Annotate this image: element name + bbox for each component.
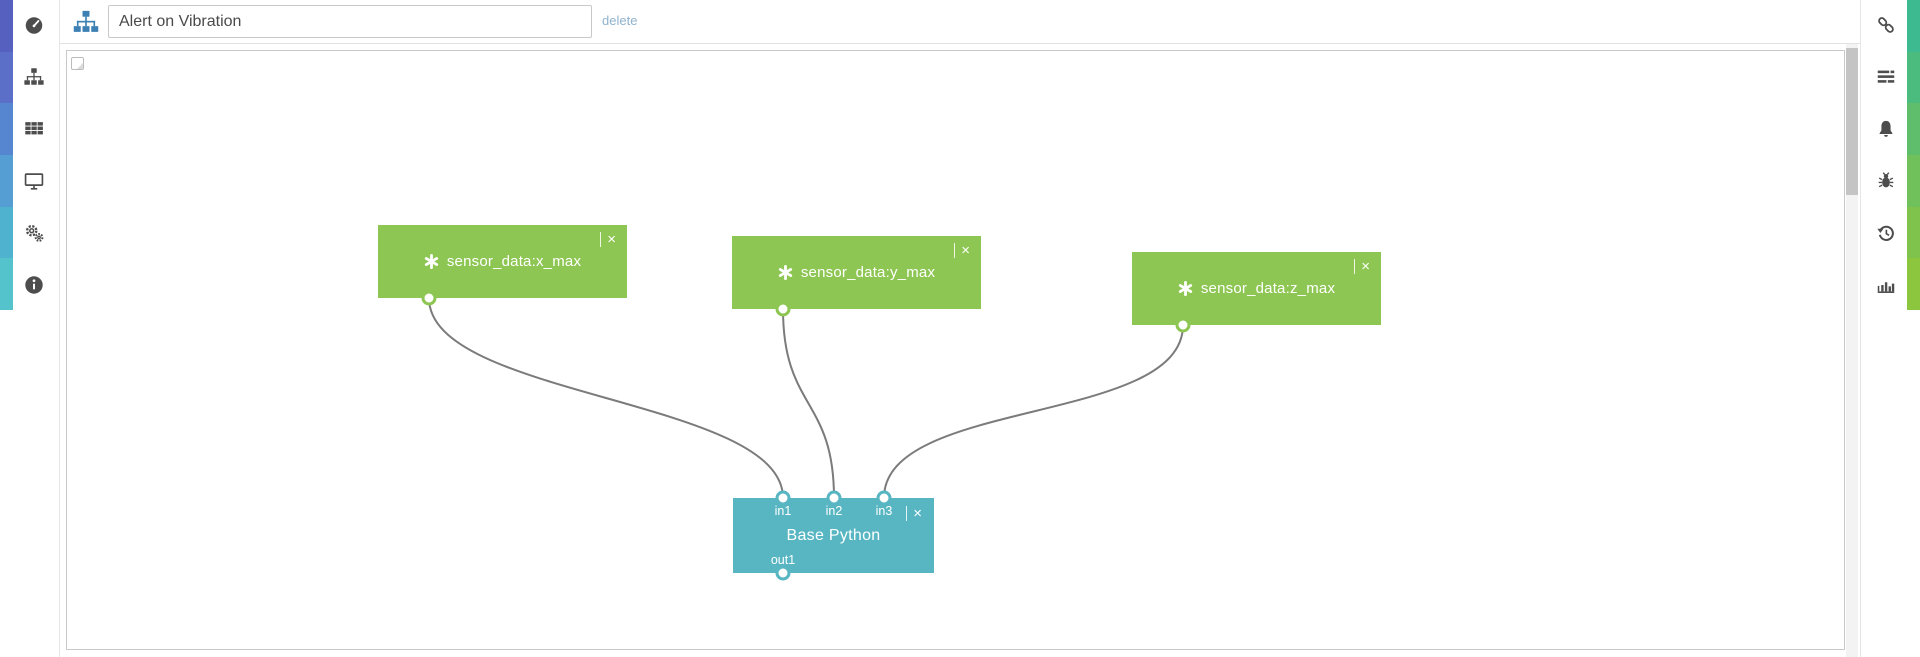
connection-wire[interactable]	[883, 324, 1184, 499]
close-icon: ×	[961, 242, 970, 259]
divider	[1354, 259, 1356, 274]
note-icon[interactable]	[71, 57, 84, 70]
sitemap-icon[interactable]	[17, 60, 51, 94]
connection-wire[interactable]	[782, 308, 835, 499]
right-gradient-strip	[1907, 0, 1920, 311]
divider	[600, 232, 602, 247]
close-icon: ×	[913, 505, 922, 522]
gradient-block	[0, 258, 13, 311]
list-icon[interactable]	[1869, 60, 1903, 94]
port-label-in2: in2	[825, 504, 843, 518]
port-base_python-in3[interactable]	[876, 490, 892, 506]
gradient-block	[1907, 258, 1920, 311]
flow-canvas[interactable]: sensor_data:x_max×sensor_data:y_max×sens…	[66, 50, 1845, 650]
connection-wire[interactable]	[428, 297, 784, 499]
port-base_python-out1[interactable]	[775, 565, 791, 581]
gradient-block	[0, 103, 13, 156]
connection-wires	[428, 297, 1184, 499]
gradient-block	[1907, 51, 1920, 104]
node-label: sensor_data:x_max	[446, 253, 582, 270]
node-label: Base Python	[786, 526, 881, 544]
bar-chart-icon[interactable]	[1869, 268, 1903, 302]
gradient-block	[0, 51, 13, 104]
canvas-scrollbar-track[interactable]	[1846, 44, 1858, 657]
gears-icon[interactable]	[17, 216, 51, 250]
node-close-button[interactable]: ×	[906, 506, 922, 521]
port-label-out1: out1	[770, 553, 796, 567]
workspace: sensor_data:x_max×sensor_data:y_max×sens…	[60, 44, 1860, 657]
sitemap-icon	[72, 8, 100, 36]
canvas-scrollbar-thumb[interactable]	[1846, 48, 1858, 195]
close-icon: ×	[607, 231, 616, 248]
topbar: delete	[60, 0, 1860, 44]
left-toolbar	[0, 0, 60, 657]
gradient-block	[1907, 103, 1920, 156]
delete-workflow-link[interactable]: delete	[602, 13, 638, 28]
bell-icon[interactable]	[1869, 112, 1903, 146]
table-icon[interactable]	[17, 112, 51, 146]
divider	[906, 506, 908, 521]
port-base_python-in2[interactable]	[826, 490, 842, 506]
gradient-block	[0, 206, 13, 259]
source-node-z_max[interactable]: sensor_data:z_max ×	[1132, 252, 1381, 325]
node-close-button[interactable]: ×	[600, 232, 616, 247]
port-y_max-out[interactable]	[775, 301, 791, 317]
port-base_python-in1[interactable]	[775, 490, 791, 506]
gradient-block	[1907, 206, 1920, 259]
node-label: sensor_data:z_max	[1200, 280, 1336, 297]
port-z_max-out[interactable]	[1175, 317, 1191, 333]
history-icon[interactable]	[1869, 216, 1903, 250]
monitor-icon[interactable]	[17, 164, 51, 198]
port-x_max-out[interactable]	[421, 290, 437, 306]
gradient-block	[0, 0, 13, 52]
info-icon[interactable]	[17, 268, 51, 302]
asterisk-icon	[778, 265, 793, 280]
gauge-icon[interactable]	[17, 8, 51, 42]
bug-icon[interactable]	[1869, 164, 1903, 198]
close-icon: ×	[1361, 258, 1370, 275]
port-label-in3: in3	[875, 504, 893, 518]
port-label-in1: in1	[774, 504, 792, 518]
node-close-button[interactable]: ×	[954, 243, 970, 258]
source-node-y_max[interactable]: sensor_data:y_max ×	[732, 236, 981, 309]
asterisk-icon	[424, 254, 439, 269]
left-gradient-strip	[0, 0, 13, 311]
node-label: sensor_data:y_max	[800, 264, 936, 281]
right-toolbar	[1860, 0, 1920, 657]
gradient-block	[1907, 0, 1920, 52]
node-close-button[interactable]: ×	[1354, 259, 1370, 274]
source-node-x_max[interactable]: sensor_data:x_max ×	[378, 225, 627, 298]
workflow-name-input[interactable]	[108, 5, 592, 38]
asterisk-icon	[1178, 281, 1193, 296]
gradient-block	[1907, 155, 1920, 207]
gradient-block	[0, 155, 13, 207]
divider	[954, 243, 956, 258]
link-icon[interactable]	[1869, 8, 1903, 42]
